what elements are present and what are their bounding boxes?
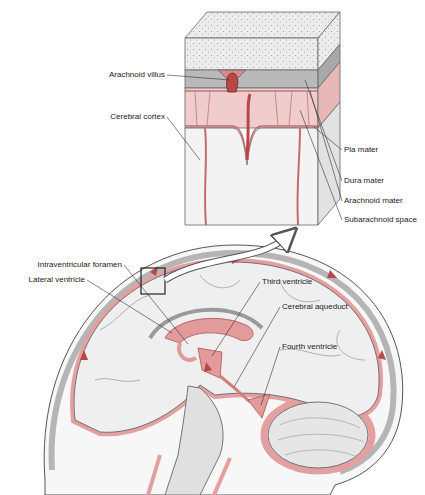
leader-lines — [87, 265, 280, 405]
third-ventricle — [198, 348, 222, 378]
part-label: Pia mater — [344, 146, 378, 154]
leader-line — [314, 127, 342, 150]
skull-top-face — [185, 12, 340, 38]
leader-line — [87, 280, 172, 333]
zoom-arrow — [165, 236, 288, 280]
leader-line — [261, 347, 280, 405]
fourth-ventricle — [248, 394, 270, 418]
leader-line — [234, 307, 280, 387]
flow-arrow — [327, 270, 337, 278]
spinal-csf — [148, 455, 160, 495]
ventricle-horn — [179, 343, 196, 360]
part-label: Cerebral cortex — [110, 113, 165, 121]
subarachnoid-layer — [185, 88, 318, 128]
cerebral-aqueduct — [220, 376, 250, 402]
csf-flow-arrows — [80, 256, 386, 372]
folium — [278, 434, 364, 442]
cerebellar-folia — [278, 418, 364, 456]
skull-layer — [185, 38, 318, 70]
flow-arrow — [80, 350, 88, 360]
dura-layer — [185, 70, 318, 88]
part-label: Fourth ventricle — [282, 343, 337, 351]
lateral-ventricle — [165, 318, 253, 343]
vessel — [205, 128, 206, 225]
flow-arrow — [204, 362, 212, 372]
scalp-outline — [44, 245, 403, 495]
meninges-inset — [185, 12, 340, 225]
trabeculae — [195, 91, 309, 126]
leader-line — [167, 117, 200, 160]
cerebellum — [268, 402, 368, 468]
leader-line — [167, 75, 230, 80]
trabecula — [307, 91, 309, 126]
arachnoid-line — [185, 90, 318, 91]
part-label: Arachnoid villus — [109, 71, 165, 79]
gyri — [95, 275, 365, 381]
trabecula — [207, 91, 210, 126]
sulcus — [200, 275, 240, 288]
folium — [280, 418, 360, 428]
vessel — [297, 128, 300, 225]
folium — [285, 450, 355, 456]
part-label: Dura mater — [344, 177, 384, 185]
zoom-arrow-outline — [165, 236, 288, 280]
part-label: Lateral ventricle — [29, 276, 85, 284]
part-label: Cerebral aqueduct — [282, 303, 348, 311]
sulcus — [100, 295, 150, 330]
trabecula — [275, 91, 278, 126]
trabecula — [289, 91, 292, 126]
leader-line — [305, 80, 342, 181]
leader-line — [310, 91, 342, 201]
part-label: Intraventricular foramen — [38, 261, 122, 269]
flow-arrow — [378, 350, 386, 360]
trabecula — [195, 91, 197, 126]
part-label: Subarachnoid space — [344, 216, 417, 224]
arachnoid-villus — [227, 73, 238, 92]
leader-line — [212, 282, 260, 356]
part-label: Third ventricle — [262, 278, 312, 286]
spinal-csf — [214, 458, 230, 495]
leader-line — [300, 110, 342, 220]
cortex-layer — [185, 128, 318, 225]
brainstem — [165, 386, 223, 495]
leader-lines — [167, 75, 342, 220]
part-label: Arachnoid mater — [344, 197, 403, 205]
leader-line — [124, 265, 188, 344]
vessel — [247, 94, 250, 160]
sulcus — [337, 330, 365, 360]
sulcus — [95, 379, 140, 382]
head-section — [44, 245, 403, 495]
